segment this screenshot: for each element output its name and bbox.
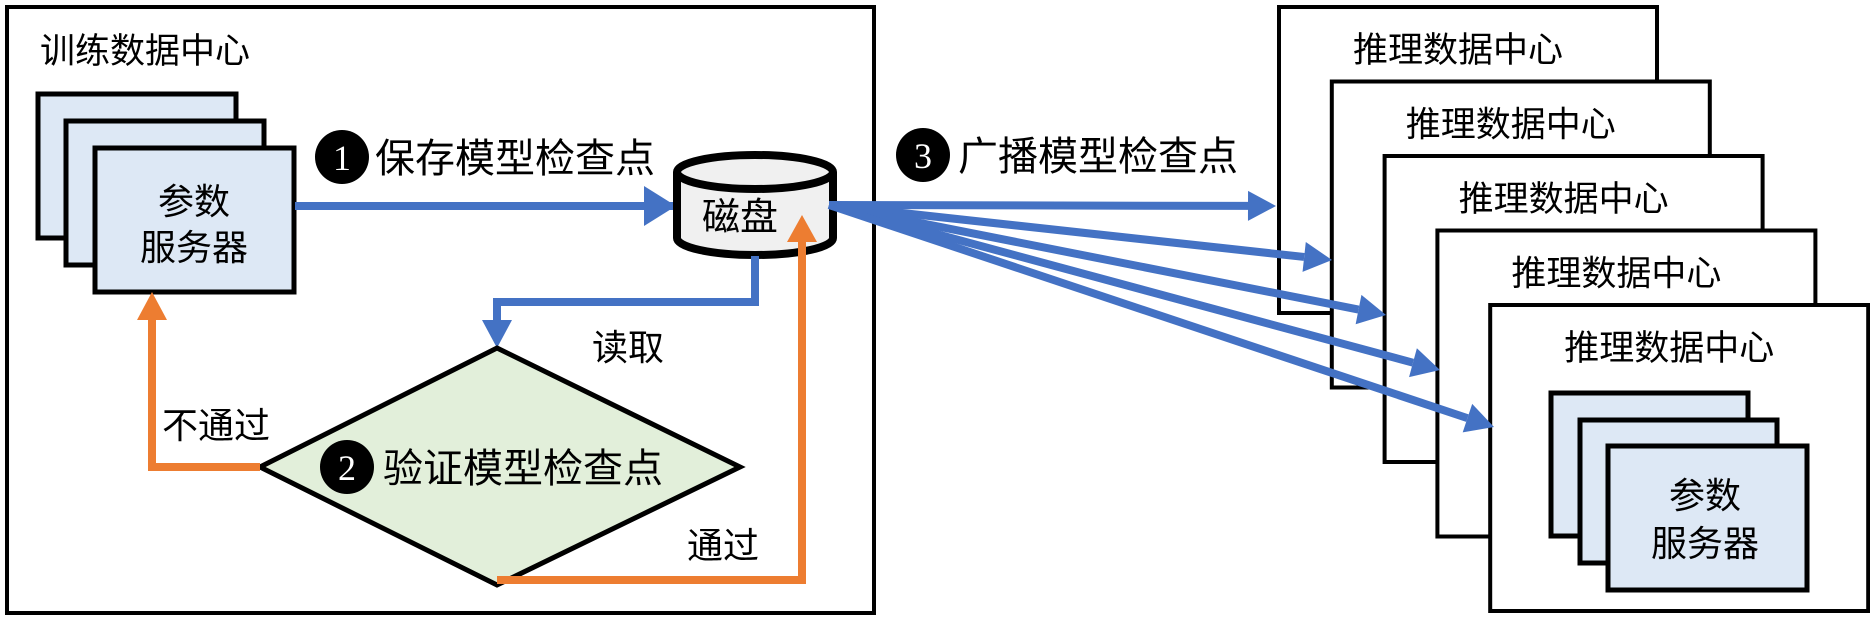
step1-number: 1 [333, 138, 351, 178]
param-server-card-front[interactable] [92, 145, 297, 295]
inference-datacenter-title: 推理数据中心 [1511, 255, 1721, 295]
param-server-label-line1: 参数 [158, 182, 230, 223]
inference-param-server-card-front[interactable] [1605, 443, 1810, 593]
inference-param-server-label-line1: 参数 [1669, 476, 1741, 517]
step3-number-badge [896, 128, 950, 182]
param-server-stack: 参数 服务器 [35, 91, 297, 295]
inference-param-server-stack: 参数 服务器 [1548, 390, 1810, 593]
broadcast-label: 3 广播模型检查点 [896, 128, 1238, 182]
broadcast-arrow-head [1302, 242, 1332, 272]
broadcast-arrows [827, 190, 1494, 433]
inference-datacenter-title: 推理数据中心 [1406, 106, 1616, 146]
training-datacenter-title: 训练数据中心 [40, 32, 250, 72]
broadcast-arrow-line [828, 201, 1360, 314]
broadcast-arrow-line [828, 201, 1249, 210]
disk-top [673, 151, 837, 193]
pass-label: 通过 [687, 526, 759, 567]
read-arrow-head [482, 320, 512, 348]
fail-arrow-head [137, 292, 167, 320]
param-server-label-line2: 服务器 [140, 228, 248, 269]
fail-label: 不通过 [162, 406, 270, 447]
read-arrow-path [493, 256, 759, 322]
step2-number: 2 [338, 448, 356, 488]
broadcast-arrow-head [1355, 294, 1386, 325]
pass-arrow-path [497, 240, 806, 584]
read-label: 读取 [592, 328, 664, 369]
inference-param-server-label-line2: 服务器 [1651, 524, 1759, 565]
inference-datacenter-title: 推理数据中心 [1564, 329, 1774, 369]
step3-text: 广播模型检查点 [958, 134, 1238, 180]
validate-diamond [254, 345, 746, 588]
step3-number: 3 [914, 136, 932, 176]
validate-decision[interactable]: 2 验证模型检查点 [254, 345, 746, 588]
broadcast-arrow-line [827, 201, 1469, 422]
training-datacenter: 训练数据中心 参数 服务器 1 保存模型检查点 磁盘 读取 [5, 5, 876, 615]
fail-arrow-path [148, 318, 260, 471]
inference-datacenter-title: 推理数据中心 [1353, 31, 1563, 71]
broadcast-arrow-head [1247, 190, 1276, 221]
step1-number-badge [315, 130, 369, 184]
step2-number-badge [320, 440, 374, 494]
broadcast-arrow-head [1409, 348, 1440, 378]
pass-arrow-head [787, 215, 817, 242]
disk-label: 磁盘 [702, 195, 778, 239]
step1-label: 1 保存模型检查点 [315, 130, 655, 184]
broadcast-arrow-line [828, 201, 1305, 261]
step2-text: 验证模型检查点 [383, 446, 663, 492]
step1-text: 保存模型检查点 [375, 136, 655, 182]
inference-datacenter-title: 推理数据中心 [1459, 180, 1669, 220]
broadcast-arrow-head [1462, 403, 1494, 433]
broadcast-arrow-line [827, 201, 1415, 367]
